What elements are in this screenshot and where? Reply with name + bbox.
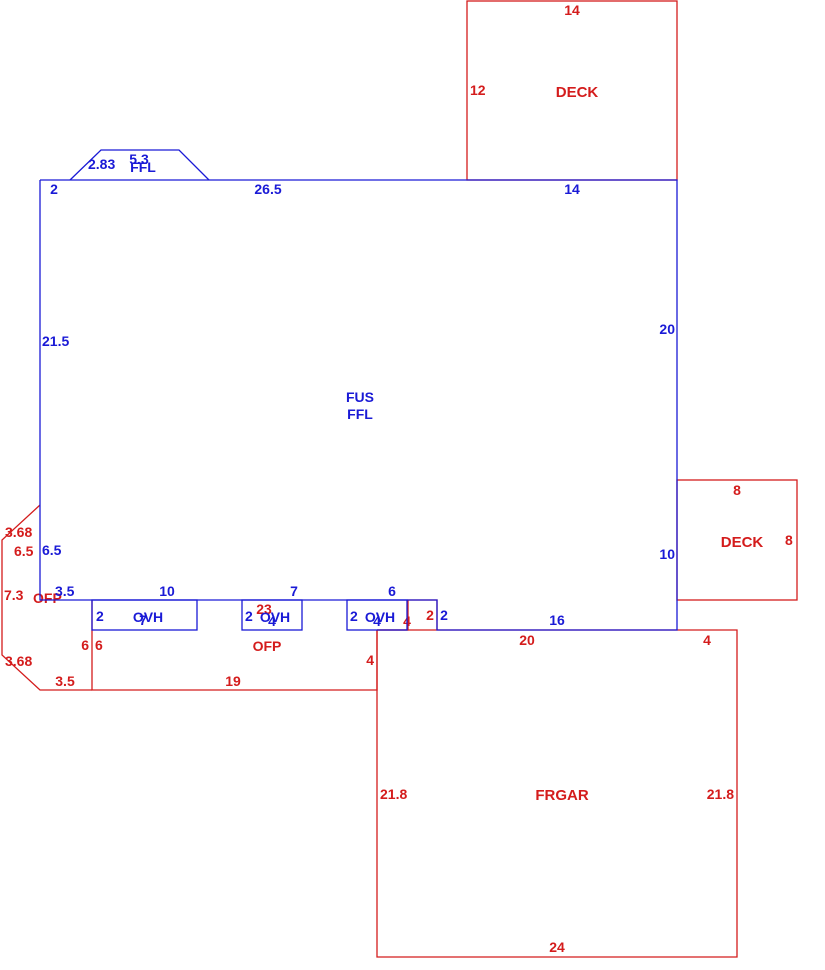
main-dim-right: 20 — [659, 321, 675, 337]
deck-right-dim-right: 8 — [785, 532, 793, 548]
porch-side-dim-angle-bottom: 3.68 — [5, 653, 32, 669]
garage-dim-left: 21.8 — [380, 786, 407, 802]
deck-right-dim-top: 8 — [733, 482, 741, 498]
overhang-2-outline — [241, 599, 303, 631]
main-dim-corner: 2 — [50, 181, 58, 197]
garage-dim-top-right: 4 — [703, 632, 711, 648]
porch-side-outline — [1, 504, 92, 691]
main-dim-lower-left: 6.5 — [42, 542, 62, 558]
main-structure-label: FUS — [346, 389, 374, 405]
porch-front-dim-bottom: 19 — [225, 673, 241, 689]
overhang-2-dim-inner: 4 — [268, 613, 276, 629]
main-dim-left: 21.5 — [42, 333, 69, 349]
garage-label: FRGAR — [535, 787, 588, 804]
overhang-1-dim-inner: 7 — [139, 612, 147, 628]
overhang-3-outline — [346, 599, 408, 631]
deck-top-dim-left: 12 — [470, 82, 486, 98]
main-structure-outline — [39, 179, 678, 631]
overhang-3-dim-inner: 4 — [373, 613, 381, 629]
overhang-3-label: OVH — [365, 609, 395, 625]
ffl-bay-outline — [69, 149, 210, 181]
ffl-bay-dim-top: 5.3 — [129, 151, 149, 167]
deck-top-dim-top: 14 — [564, 2, 580, 18]
overhang-3-dim-top: 6 — [388, 583, 396, 599]
garage-dim-notch: 2 — [440, 607, 448, 623]
overhang-1-dim-top: 10 — [159, 583, 175, 599]
main-dim-bottom-right: 16 — [549, 612, 565, 628]
overhang-2-dim-top: 7 — [290, 583, 298, 599]
porch-side-dim-right: 6 — [81, 637, 89, 653]
porch-side-dim-top-inner: 6.5 — [14, 543, 34, 559]
garage-dim-step: 2 — [426, 607, 434, 623]
main-structure-sublabel: FFL — [347, 406, 373, 422]
deck-right-label: DECK — [721, 534, 764, 551]
main-dim-right-lower: 10 — [659, 546, 675, 562]
garage-dim-top: 20 — [519, 632, 535, 648]
deck-top-label: DECK — [556, 84, 599, 101]
overhang-1-dim-side: 2 — [96, 608, 104, 624]
main-dim-top-right-segment: 14 — [564, 181, 580, 197]
porch-side-dim-bottom: 3.5 — [55, 673, 75, 689]
ffl-bay-dim-angle: 2.83 — [88, 156, 115, 172]
overhang-2-label: OVH — [260, 609, 290, 625]
ffl-bay-label: FFL — [130, 159, 156, 175]
porch-front-outline — [91, 600, 378, 691]
garage-dim-right: 21.8 — [707, 786, 734, 802]
garage-dim-bottom: 24 — [549, 939, 565, 955]
main-dim-top: 26.5 — [254, 181, 281, 197]
porch-front-label: OFP — [253, 638, 282, 654]
overhang-2-dim-side: 2 — [245, 608, 253, 624]
porch-front-dim-right: 4 — [366, 652, 374, 668]
porch-front-dim-left: 6 — [95, 637, 103, 653]
main-dim-step: 3.5 — [55, 583, 75, 599]
porch-front-dim-inner: 23 — [256, 601, 272, 617]
overhang-3-dim-side: 2 — [350, 608, 358, 624]
porch-side-dim-left: 7.3 — [4, 587, 24, 603]
overhang-1-label: OVH — [133, 609, 163, 625]
overhang-1-outline — [91, 599, 198, 631]
porch-side-dim-angle-top: 3.68 — [5, 524, 32, 540]
